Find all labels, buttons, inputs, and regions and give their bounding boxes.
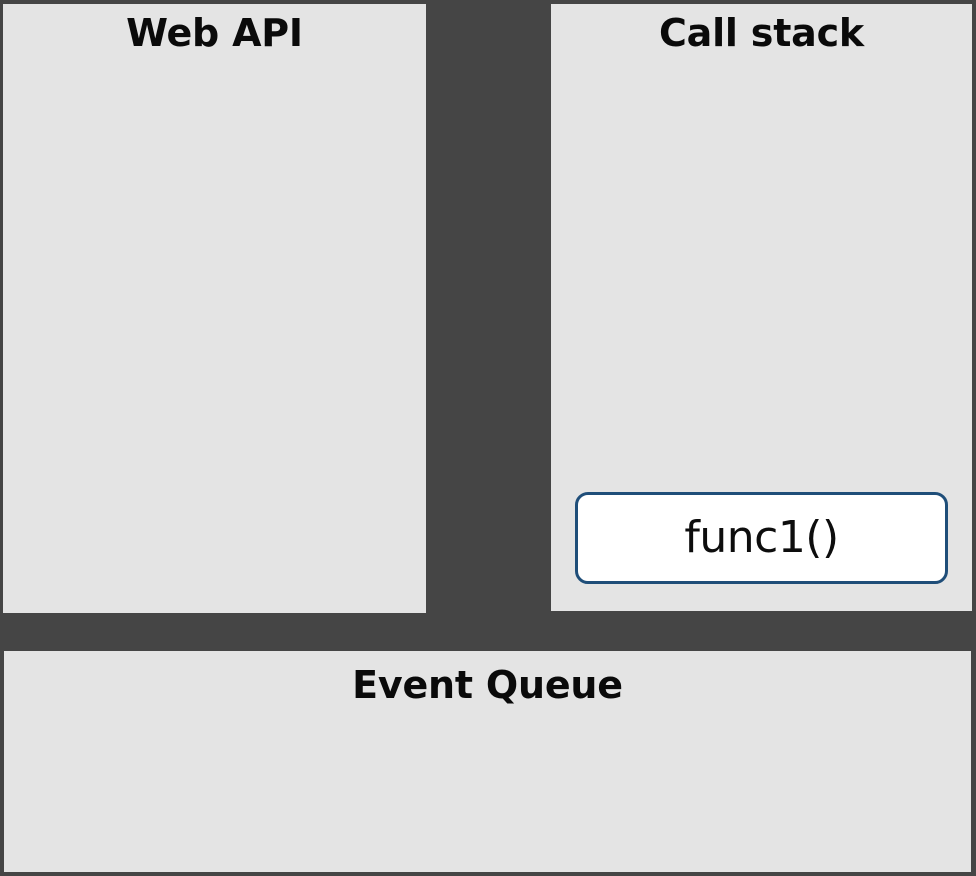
call-stack-frame[interactable]: func1() <box>575 492 948 584</box>
panel-event-queue-title: Event Queue <box>352 663 623 707</box>
panel-web-api: Web API <box>3 4 426 613</box>
call-stack-frame-label: func1() <box>684 512 839 563</box>
panel-event-queue: Event Queue <box>4 651 971 872</box>
panel-call-stack: Call stack func1() <box>551 4 972 611</box>
panel-web-api-title: Web API <box>126 11 303 55</box>
panel-call-stack-title: Call stack <box>658 11 865 55</box>
